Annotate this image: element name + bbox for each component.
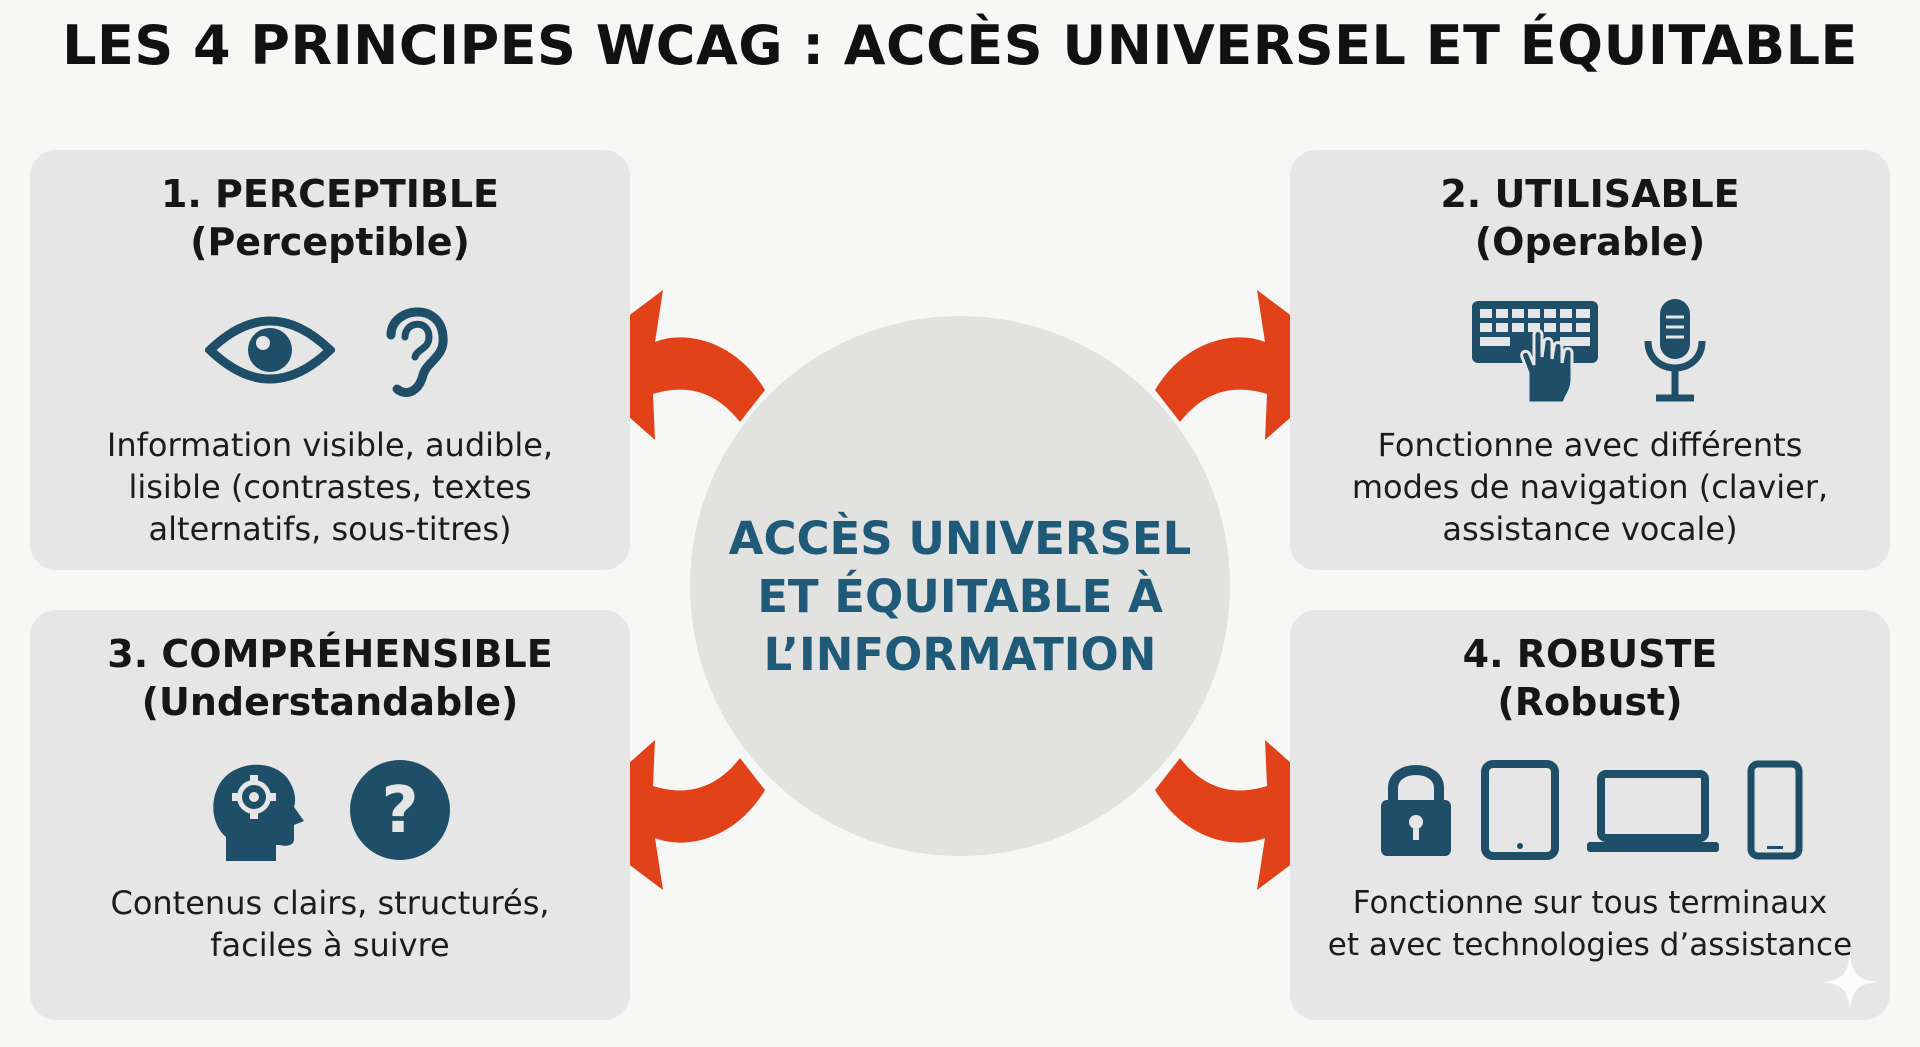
card-subtitle: (Operable) <box>1474 220 1706 264</box>
description-line: assistance vocale) <box>1442 510 1738 548</box>
svg-text:?: ? <box>381 774 418 848</box>
card-description: Fonctionne sur tous terminaux et avec te… <box>1298 882 1882 966</box>
laptop-icon <box>1587 770 1719 852</box>
principle-card-robust: 4. ROBUSTE (Robust) Fonctionne sur tous … <box>1290 610 1890 1020</box>
eye-icon <box>205 316 335 384</box>
description-line: Fonctionne sur tous terminaux <box>1352 885 1828 921</box>
card-description: Contenus clairs, structurés, faciles à s… <box>50 882 610 966</box>
ear-icon <box>386 307 448 397</box>
description-line: Information visible, audible, <box>106 426 554 464</box>
card-title: 2. UTILISABLE <box>1440 172 1740 216</box>
card-subtitle: (Perceptible) <box>190 220 470 264</box>
page-title: LES 4 PRINCIPES WCAG : ACCÈS UNIVERSEL E… <box>62 14 1858 77</box>
question-icon: ? <box>350 760 450 860</box>
card-title: 4. ROBUSTE <box>1462 632 1718 676</box>
card-subtitle: (Understandable) <box>141 680 519 724</box>
description-line: faciles à suivre <box>210 926 450 964</box>
description-line: Contenus clairs, structurés, <box>110 884 550 922</box>
card-title: 3. COMPRÉHENSIBLE <box>107 632 553 676</box>
tablet-icon <box>1481 760 1559 860</box>
card-description: Fonctionne avec différents modes de navi… <box>1310 424 1870 550</box>
phone-icon <box>1747 760 1803 860</box>
card-title: 1. PERCEPTIBLE <box>160 172 500 216</box>
center-line: ET ÉQUITABLE À <box>757 570 1163 623</box>
keyboard-hand-icon <box>1472 301 1598 405</box>
principle-card-operable: 2. UTILISABLE (Operable) Fonctionne avec… <box>1290 150 1890 570</box>
description-line: Fonctionne avec différents <box>1377 426 1803 464</box>
sparkle-icon <box>1822 954 1878 1010</box>
principle-card-understandable: 3. COMPRÉHENSIBLE (Understandable) ? Con… <box>30 610 630 1020</box>
principle-card-perceptible: 1. PERCEPTIBLE (Perceptible) Information… <box>30 150 630 570</box>
description-line: lisible (contrastes, textes <box>128 468 532 506</box>
description-line: modes de navigation (clavier, <box>1351 468 1829 506</box>
head-gear-icon <box>213 764 304 861</box>
description-line: et avec technologies d’assistance <box>1327 927 1853 963</box>
description-line: alternatifs, sous-titres) <box>148 510 512 548</box>
card-description: Information visible, audible, lisible (c… <box>50 424 610 550</box>
microphone-icon <box>1644 299 1706 402</box>
center-label: ACCÈS UNIVERSEL ET ÉQUITABLE À L’INFORMA… <box>690 510 1230 684</box>
center-line: L’INFORMATION <box>763 628 1157 681</box>
center-line: ACCÈS UNIVERSEL <box>728 512 1192 565</box>
center-circle <box>690 316 1230 856</box>
lock-icon <box>1381 765 1451 856</box>
card-subtitle: (Robust) <box>1497 680 1683 724</box>
